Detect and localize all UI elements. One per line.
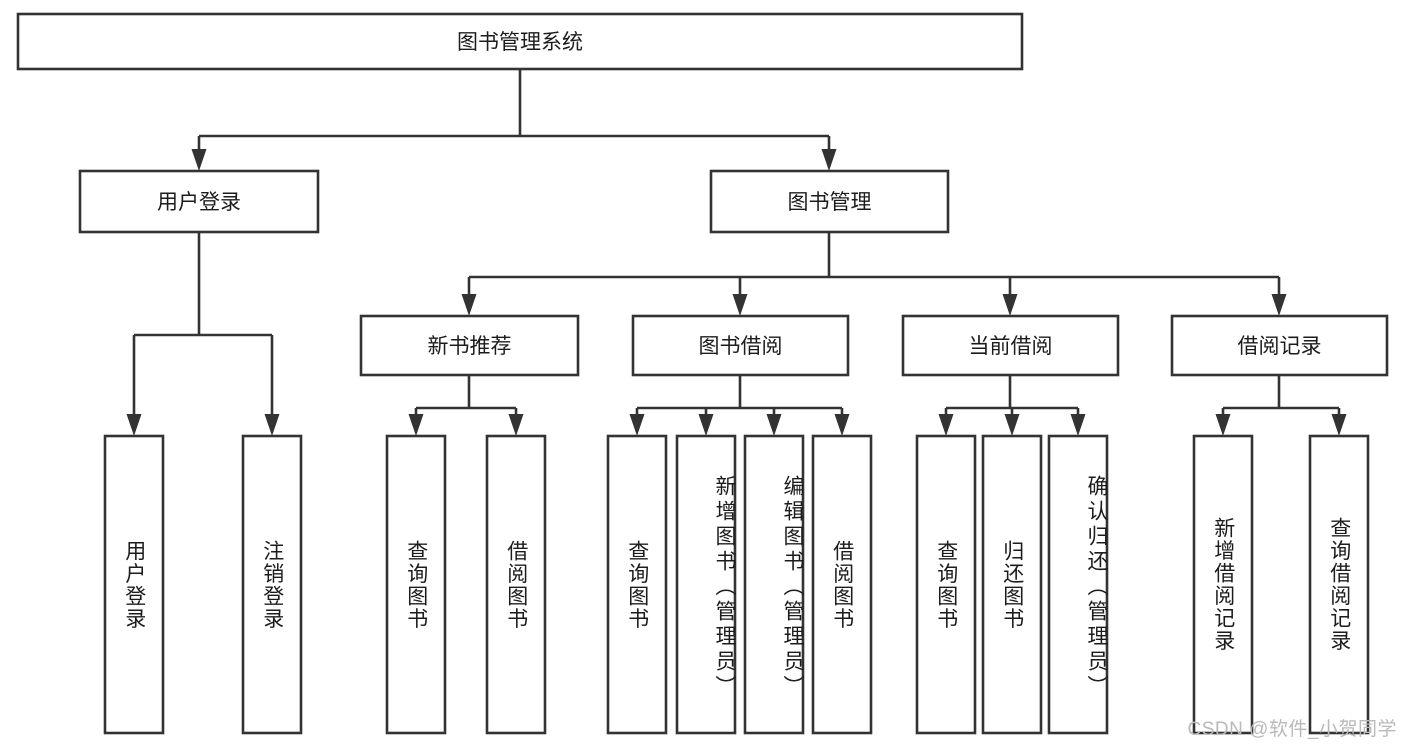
node-root-label: 图书管理系统 [457, 31, 583, 54]
connector-newbook-to-leaves [408, 375, 524, 436]
node-book-borrow-label: 图书借阅 [699, 335, 783, 358]
node-leaf-add-record-box[interactable] [1192, 434, 1254, 735]
node-leaf-logout-box[interactable] [241, 434, 303, 735]
node-book-manage-box[interactable] [709, 169, 950, 234]
node-new-book-recommend-box[interactable] [359, 314, 580, 377]
node-leaf-query-book-3-box[interactable] [915, 434, 977, 735]
node-leaf-borrow-book-1-box[interactable] [485, 434, 547, 735]
node-leaf-confirm-return-box[interactable] [1047, 434, 1109, 735]
watermark-text: CSDN @软件_小贺同学 [1187, 719, 1397, 740]
node-leaf-return-book-box[interactable] [981, 434, 1043, 735]
node-leaf-borrow-book-2-box[interactable] [811, 434, 873, 735]
node-box-layer [16, 12, 1389, 735]
node-borrow-record-box[interactable] [1170, 314, 1389, 377]
node-book-manage-label: 图书管理 [788, 191, 872, 214]
node-new-book-recommend-label: 新书推荐 [428, 335, 512, 358]
connector-bookmanage-to-level3 [461, 232, 1287, 316]
node-user-login-label: 用户登录 [157, 191, 241, 214]
node-borrow-record-label: 借阅记录 [1238, 335, 1322, 358]
node-root-box[interactable] [16, 12, 1024, 71]
node-leaf-add-book-box[interactable] [675, 434, 737, 735]
node-leaf-user-login-box[interactable] [103, 434, 165, 735]
connector-layer [126, 69, 1347, 436]
node-current-borrow-box[interactable] [901, 314, 1120, 377]
connector-root-to-level2 [191, 69, 837, 171]
node-leaf-query-record-box[interactable] [1308, 434, 1370, 735]
node-leaf-edit-book-box[interactable] [743, 434, 805, 735]
node-leaf-query-book-1-box[interactable] [385, 434, 447, 735]
connector-userlogin-to-leaves [126, 232, 280, 436]
node-leaf-query-book-2-box[interactable] [606, 434, 668, 735]
node-book-borrow-box[interactable] [631, 314, 850, 377]
node-user-login-box[interactable] [78, 169, 320, 234]
connector-currentborrow-to-leaves [938, 375, 1086, 436]
connector-borrowrecord-to-leaves [1215, 375, 1347, 436]
connector-bookborrow-to-leaves [629, 375, 850, 436]
node-current-borrow-label: 当前借阅 [969, 335, 1053, 358]
